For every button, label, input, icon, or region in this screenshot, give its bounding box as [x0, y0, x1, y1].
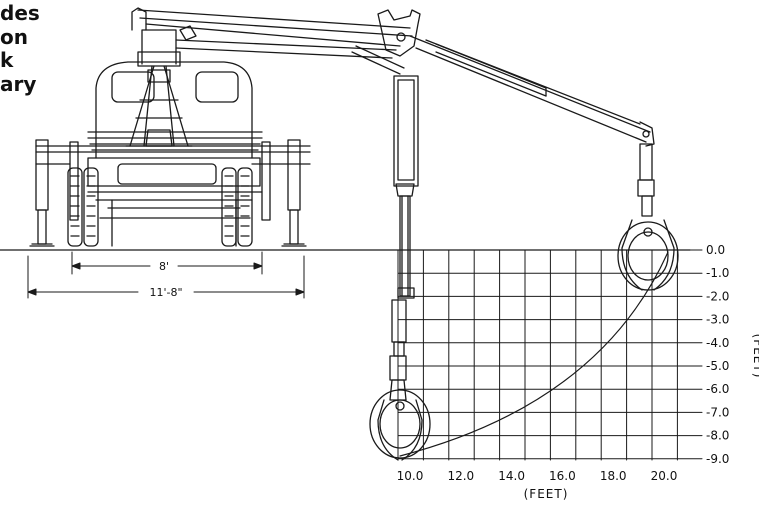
x-axis-tick-labels: 10.0 12.0 14.0 16.0 18.0 20.0 [397, 469, 678, 483]
reach-grid [397, 249, 703, 461]
y-tick-label: 0.0 [706, 243, 725, 257]
y-tick-label: -2.0 [706, 289, 729, 303]
hanging-arm [391, 75, 419, 357]
x-tick-label: 18.0 [600, 469, 627, 483]
dimension-lines [27, 251, 305, 299]
heading-line-4: ary [0, 72, 37, 96]
y-axis-tick-labels: 0.0 -1.0 -2.0 -3.0 -4.0 -5.0 -6.0 -7.0 -8.0 -9.0 [706, 243, 729, 466]
y-tick-label: -7.0 [706, 405, 729, 419]
y-tick-label: -3.0 [706, 313, 729, 327]
y-axis-title: (FEET) [751, 334, 759, 379]
heading-line-1: des [0, 2, 40, 25]
main-boom [137, 9, 421, 75]
outrigger-width-label: 11'-8" [149, 286, 182, 299]
x-tick-label: 20.0 [651, 469, 678, 483]
track-width-label: 8' [159, 260, 169, 273]
x-tick-label: 16.0 [549, 469, 576, 483]
crane-mast [125, 7, 193, 147]
extension-boom [409, 35, 655, 147]
x-axis-title: (FEET) [524, 487, 569, 501]
cropped-heading: des on k ary [0, 2, 60, 96]
y-tick-label: -5.0 [706, 359, 729, 373]
x-tick-label: 14.0 [498, 469, 525, 483]
truck-rear-view [29, 61, 311, 247]
y-tick-label: -1.0 [706, 266, 729, 280]
heading-line-3: k [0, 49, 14, 72]
reach-envelope-arc [399, 251, 669, 457]
y-tick-label: -6.0 [706, 382, 729, 396]
x-tick-label: 10.0 [397, 469, 424, 483]
heading-line-2: on [0, 25, 28, 49]
x-tick-label: 12.0 [447, 469, 474, 483]
y-tick-label: -9.0 [706, 452, 729, 466]
y-tick-label: -4.0 [706, 336, 729, 350]
grapple-low [369, 355, 431, 461]
y-tick-label: -8.0 [706, 429, 729, 443]
